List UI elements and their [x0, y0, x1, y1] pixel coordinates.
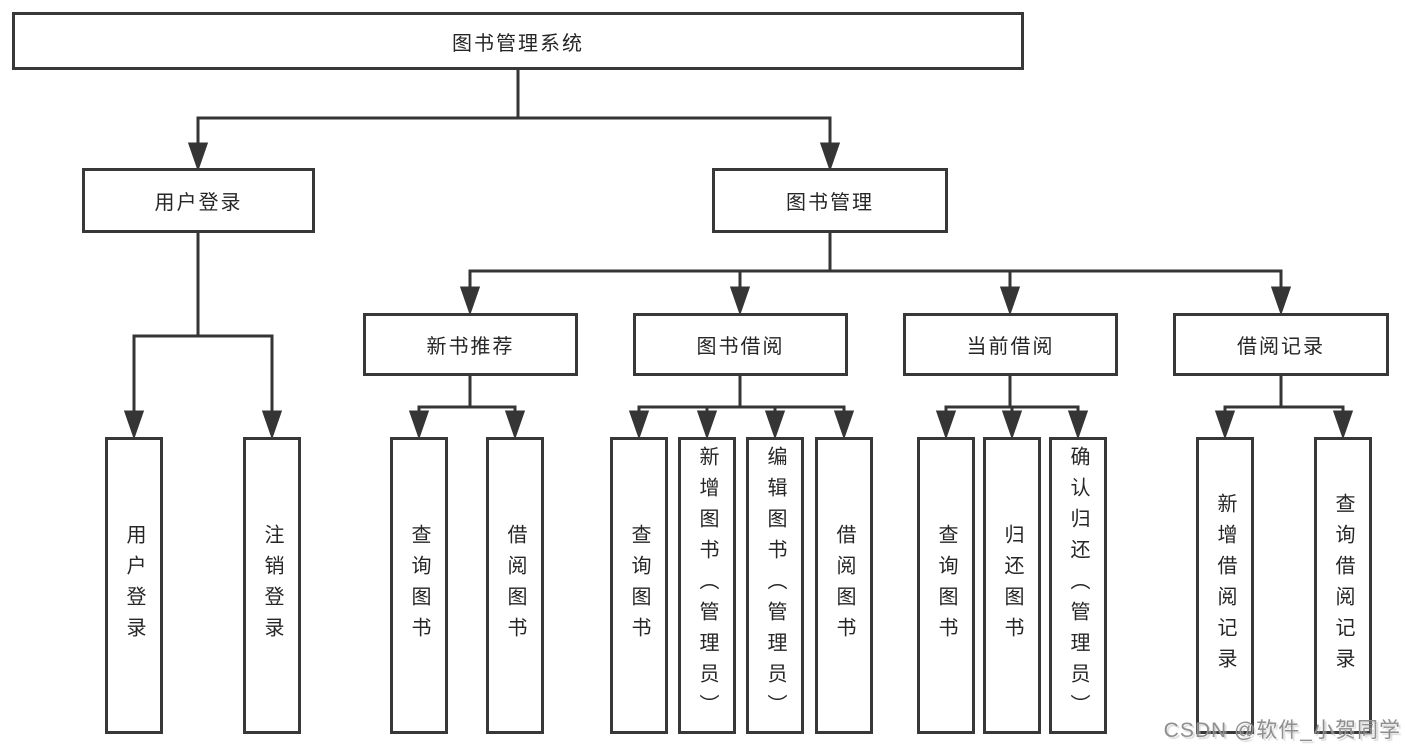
node-book-borrowing: 图书借阅	[633, 313, 848, 376]
leaf-query-borrow-record-label: 查询借阅记录	[1332, 492, 1354, 679]
leaf-borrowing-query-book: 查询图书	[610, 437, 668, 734]
node-new-book-recommend: 新书推荐	[363, 313, 578, 376]
node-root: 图书管理系统	[12, 12, 1024, 70]
leaf-recommend-query-book-label: 查询图书	[408, 523, 430, 648]
leaf-add-borrow-record-label: 新增借阅记录	[1214, 492, 1236, 679]
leaf-user-login: 用户登录	[105, 437, 163, 734]
leaf-logout-label: 注销登录	[261, 523, 283, 648]
leaf-return-book-label: 归还图书	[1001, 523, 1023, 648]
leaf-confirm-return-admin-label: 确认归还（管理员）	[1067, 446, 1089, 725]
node-root-label: 图书管理系统	[452, 32, 584, 55]
leaf-borrowing-borrow-book: 借阅图书	[815, 437, 873, 734]
node-new-book-recommend-label: 新书推荐	[426, 336, 515, 358]
leaf-add-book-admin: 新增图书（管理员）	[678, 437, 736, 734]
leaf-logout: 注销登录	[243, 437, 301, 734]
leaf-recommend-borrow-book: 借阅图书	[486, 437, 544, 734]
node-borrow-records: 借阅记录	[1173, 313, 1389, 376]
node-user-login-group: 用户登录	[82, 168, 315, 233]
leaf-return-book: 归还图书	[983, 437, 1041, 734]
leaf-edit-book-admin: 编辑图书（管理员）	[746, 437, 804, 734]
node-borrow-records-label: 借阅记录	[1237, 336, 1325, 358]
node-book-management-label: 图书管理	[786, 192, 874, 214]
csdn-watermark: CSDN @软件_小贺同学	[1163, 719, 1401, 742]
leaf-current-query-book: 查询图书	[917, 437, 975, 734]
leaf-add-book-admin-label: 新增图书（管理员）	[696, 446, 718, 725]
leaf-query-borrow-record: 查询借阅记录	[1314, 437, 1372, 734]
node-book-borrowing-label: 图书借阅	[696, 336, 785, 358]
leaf-user-login-label: 用户登录	[123, 523, 145, 648]
node-current-borrowing-label: 当前借阅	[966, 336, 1055, 358]
node-book-management: 图书管理	[712, 168, 948, 233]
leaf-add-borrow-record: 新增借阅记录	[1196, 437, 1254, 734]
leaf-edit-book-admin-label: 编辑图书（管理员）	[764, 446, 786, 725]
node-current-borrowing: 当前借阅	[903, 313, 1118, 376]
leaf-confirm-return-admin: 确认归还（管理员）	[1049, 437, 1107, 734]
leaf-borrowing-query-book-label: 查询图书	[628, 523, 650, 648]
leaf-borrowing-borrow-book-label: 借阅图书	[833, 523, 855, 648]
leaf-current-query-book-label: 查询图书	[935, 523, 957, 648]
leaf-recommend-borrow-book-label: 借阅图书	[504, 523, 526, 648]
node-user-login-group-label: 用户登录	[154, 192, 243, 214]
leaf-recommend-query-book: 查询图书	[390, 437, 448, 734]
